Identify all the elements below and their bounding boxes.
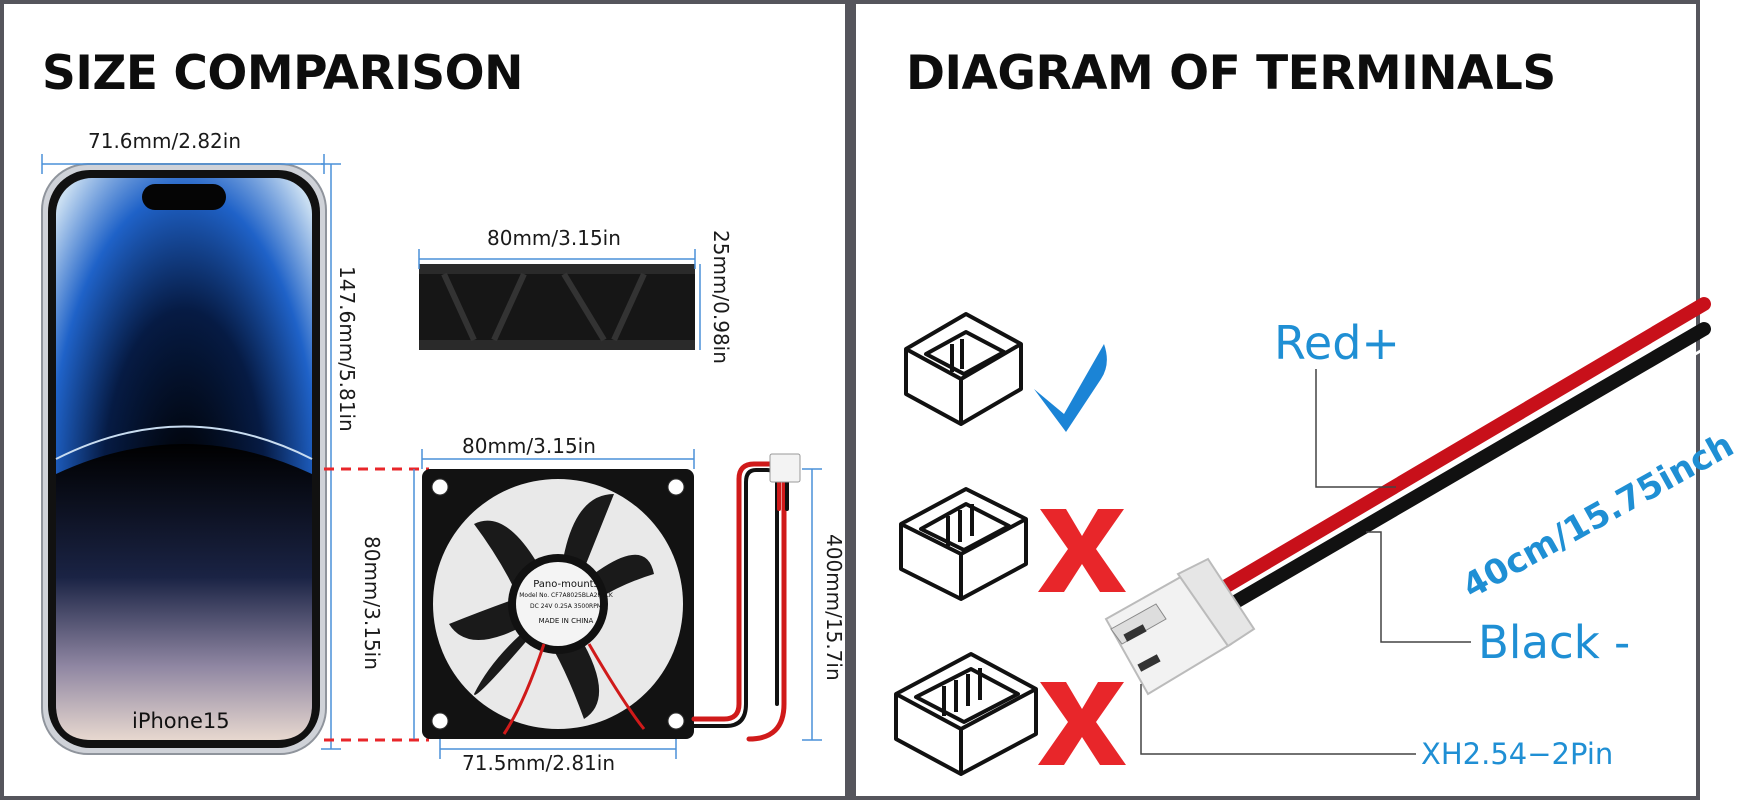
connector-type-label: XH2.54−2Pin bbox=[1421, 737, 1614, 771]
fan-sticker: Pano-mounts Model No. CF7A8025BLA2PACK D… bbox=[516, 579, 616, 627]
phone-height-label: 147.6mm/5.81in bbox=[335, 266, 359, 432]
phone-model-label: iPhone15 bbox=[132, 709, 230, 733]
xh-connector bbox=[1104, 557, 1256, 696]
red-wire-label: Red+ bbox=[1274, 316, 1400, 370]
cable-length-label: 400mm/15.7in bbox=[822, 534, 846, 681]
fan-front-height-label: 80mm/3.15in bbox=[360, 536, 384, 670]
x-mark-icon-2 bbox=[1038, 682, 1126, 765]
size-comparison-title: SIZE COMPARISON bbox=[42, 46, 523, 101]
fan-origin: MADE IN CHINA bbox=[538, 617, 594, 625]
phone-width-label: 71.6mm/2.82in bbox=[88, 129, 241, 153]
fan-side-view bbox=[419, 264, 695, 350]
terminals-title: DIAGRAM OF TERMINALS bbox=[906, 46, 1556, 101]
fan-side-depth-label: 25mm/0.98in bbox=[709, 230, 733, 364]
panel-divider bbox=[845, 0, 855, 800]
terminal-option-4pin bbox=[894, 652, 1038, 776]
terminal-option-2pin bbox=[904, 312, 1023, 426]
fan-model: Model No. CF7A8025BLA2PACK bbox=[519, 592, 613, 599]
fan-cable bbox=[691, 461, 789, 742]
size-comparison-illustration bbox=[41, 154, 822, 759]
fan-side-width-label: 80mm/3.15in bbox=[487, 226, 621, 250]
dynamic-island bbox=[142, 184, 226, 210]
fan-spec: DC 24V 0.25A 3500RPM bbox=[530, 603, 602, 610]
size-comparison-panel: SIZE COMPARISON bbox=[0, 0, 848, 800]
fan-front-view bbox=[422, 469, 694, 739]
black-wire-label: Black - bbox=[1478, 616, 1631, 669]
terminal-option-3pin bbox=[899, 487, 1028, 601]
checkmark-icon bbox=[1034, 344, 1107, 432]
phone-illustration bbox=[41, 163, 327, 755]
fan-brand: Pano-mounts bbox=[533, 579, 599, 590]
fan-front-width-label: 80mm/3.15in bbox=[462, 434, 596, 458]
terminals-panel: DIAGRAM OF TERMINALS bbox=[852, 0, 1740, 800]
terminals-illustration bbox=[894, 297, 1711, 776]
x-mark-icon bbox=[1038, 509, 1126, 592]
cable-wires bbox=[1189, 297, 1711, 639]
fan-connector bbox=[769, 453, 801, 483]
fan-hole-spacing-label: 71.5mm/2.81in bbox=[462, 751, 615, 775]
